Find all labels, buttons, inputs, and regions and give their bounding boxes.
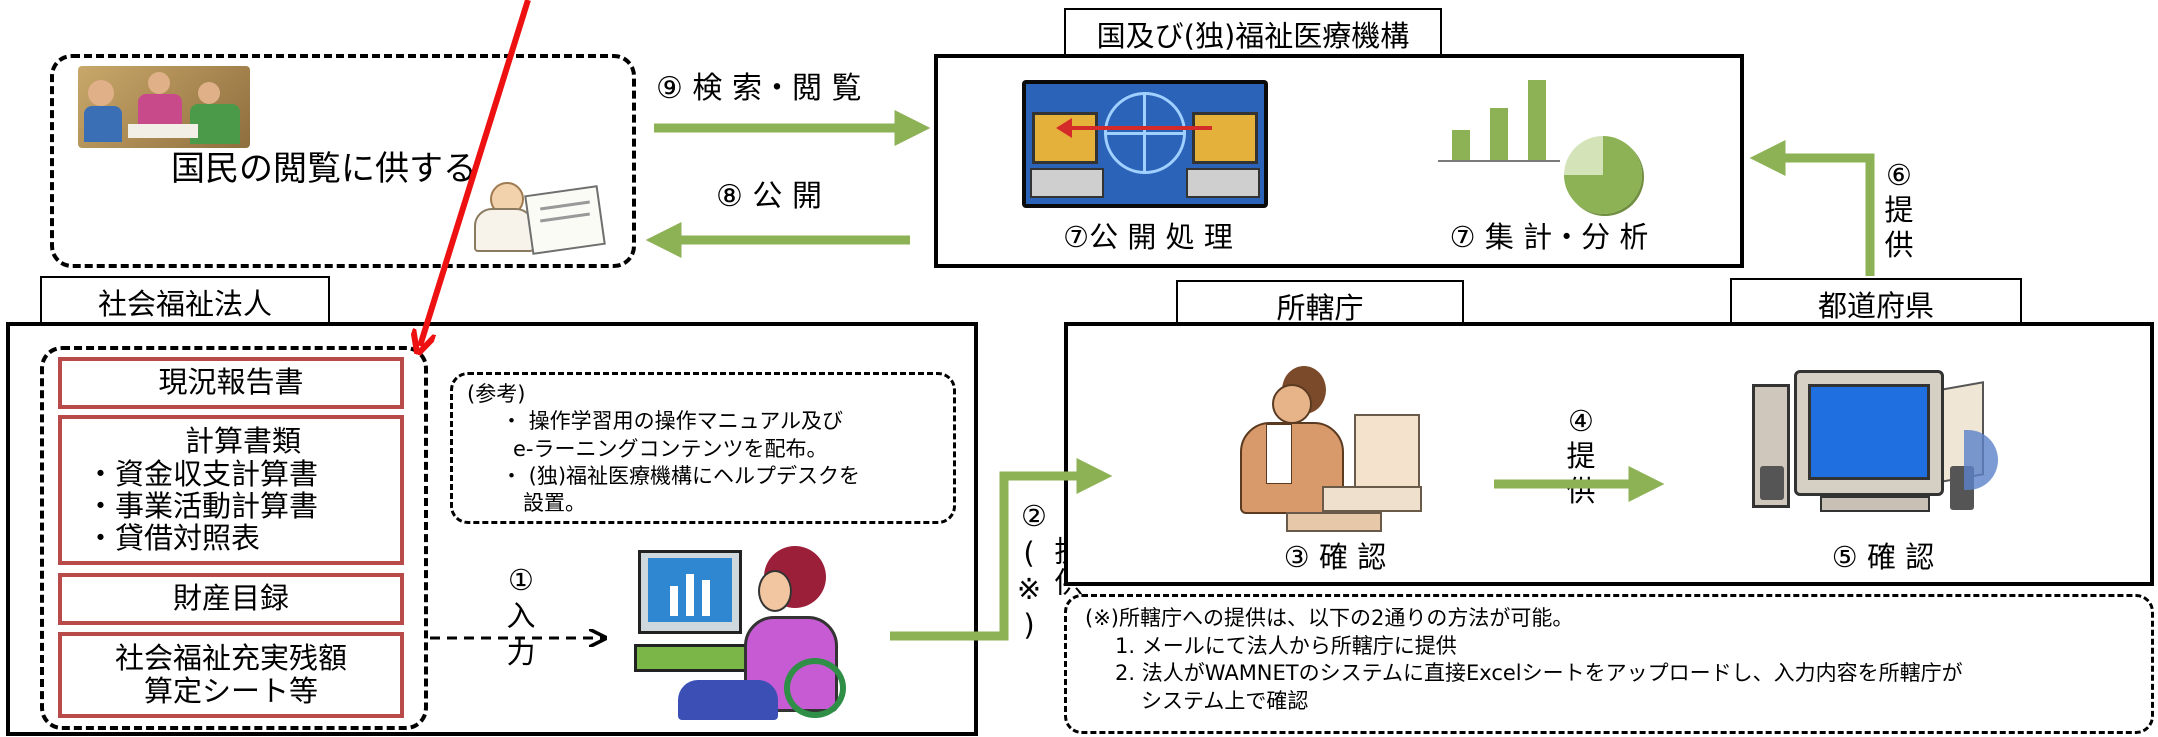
pie-chart-icon	[1564, 136, 1642, 214]
reference-title: (参考)	[467, 382, 526, 406]
reference-box: (参考) ・ 操作学習用の操作マニュアル及び e-ラーニングコンテンツを配布。 …	[450, 372, 956, 524]
note-line: 2. 法人がWAMNETのシステムに直接Excelシートをアップロードし、入力内…	[1115, 661, 1963, 686]
reference-item: ・ 操作学習用の操作マニュアル及び	[501, 409, 844, 434]
provide-step-4-label: ④ 提 供	[1566, 404, 1596, 508]
doc-surplus-line: 算定シート等	[143, 674, 318, 708]
provide-2-arrow	[890, 458, 1113, 641]
input-step-label: ① 入 力	[506, 563, 536, 670]
note-line: システム上で確認	[1141, 689, 1309, 714]
publish-step-8-label: ⑧ 公 開	[716, 179, 822, 214]
public-viewing-box: 国民の閲覧に供する	[50, 54, 636, 268]
doc-financial-item: ・資金収支計算書	[86, 456, 319, 491]
doc-financial-title: 計算書類	[184, 424, 301, 459]
doc-financial-statements: 計算書類 ・資金収支計算書 ・事業活動計算書 ・貸借対照表	[58, 415, 404, 565]
red-pointer-arrow	[420, 0, 531, 346]
doc-financial-item: ・貸借対照表	[86, 521, 261, 556]
provide-6-arrow	[1749, 140, 1875, 276]
search-view-label: ⑨ 検 索・閲 覧	[656, 71, 862, 106]
doc-status-report-line: 現況報告書	[158, 365, 304, 400]
wam-box: ⑦公 開 処 理 ⑦ 集 計・分 析	[934, 54, 1744, 268]
meeting-clipart-icon	[78, 66, 250, 148]
provide-step-2-number: ②	[1021, 499, 1047, 533]
newspaper-reader-clipart-icon	[464, 178, 614, 262]
provision-note-box: (※)所轄庁への提供は、以下の2通りの方法が可能。 1. メールにて法人から所轄…	[1064, 594, 2154, 734]
doc-surplus-line: 社会福祉充実残額	[114, 640, 347, 675]
network-computers-icon	[1022, 80, 1268, 208]
note-line: 1. メールにて法人から所轄庁に提供	[1115, 633, 1457, 658]
aggregate-analysis-label: ⑦ 集 計・分 析	[1449, 220, 1649, 255]
reference-item: e-ラーニングコンテンツを配布。	[513, 436, 828, 461]
confirm-step-3-label: ③ 確 認	[1283, 540, 1387, 575]
publish-process-label: ⑦公 開 処 理	[1063, 220, 1233, 255]
public-title: 国民の閲覧に供する	[171, 149, 477, 190]
doc-status-report: 現況報告書	[58, 357, 404, 409]
bar-chart-icon	[1434, 78, 1564, 168]
provide-step-6-label: ⑥ 提 供	[1874, 158, 1924, 263]
doc-surplus-sheet: 社会福祉充実残額 算定シート等	[58, 632, 404, 718]
reference-item: 設置。	[523, 491, 586, 516]
desktop-computer-icon	[1750, 360, 2000, 522]
reference-item: ・ (独)福祉医療機構にヘルプデスクを	[501, 463, 861, 488]
doc-property-line: 財産目録	[172, 581, 289, 616]
woman-computer-clipart-icon	[634, 540, 848, 726]
clerk-at-computer-clipart-icon	[1226, 362, 1426, 536]
doc-financial-item: ・事業活動計算書	[86, 489, 319, 523]
doc-property-list: 財産目録	[58, 573, 404, 625]
confirm-step-5-label: ⑤ 確 認	[1831, 540, 1935, 575]
note-line: (※)所轄庁への提供は、以下の2通りの方法が可能。	[1085, 606, 1574, 630]
